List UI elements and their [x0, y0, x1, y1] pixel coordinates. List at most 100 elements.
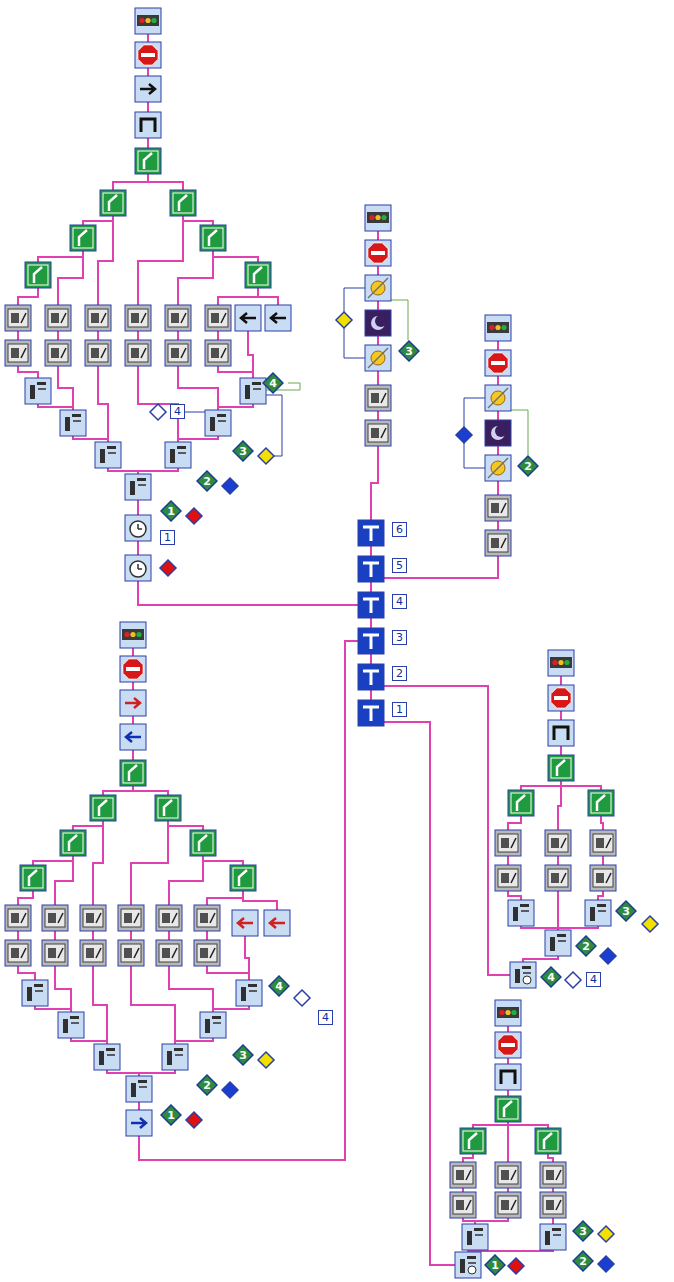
- wire: [601, 816, 603, 830]
- icon-part: [8, 944, 28, 962]
- callout-number: 4: [269, 378, 277, 389]
- icon-part: [369, 215, 374, 220]
- green-block: [245, 262, 271, 288]
- icon-part: [139, 1086, 147, 1088]
- icon-part: [118, 905, 144, 931]
- icon-part: [95, 442, 121, 468]
- icon-part: [491, 361, 505, 365]
- icon-part: [138, 564, 142, 569]
- icon-part: [593, 869, 613, 887]
- icon-part: [131, 1083, 136, 1097]
- callout-number: 3: [405, 346, 413, 357]
- icon-part: [72, 414, 81, 417]
- icon-part: [200, 948, 208, 958]
- icon-part: [211, 313, 219, 323]
- icon-part: [88, 309, 108, 327]
- icon-part: [122, 629, 144, 640]
- label-diamond: 2: [196, 470, 218, 492]
- icon-part: [497, 1007, 519, 1018]
- wire: [18, 966, 35, 980]
- green-block: [200, 225, 226, 251]
- icon-part: [488, 353, 508, 373]
- icon-part: [205, 305, 231, 331]
- task-block: [358, 664, 384, 690]
- icon-part: [456, 1170, 464, 1180]
- wire: [558, 926, 598, 930]
- icon-part: [130, 521, 146, 537]
- wire: [217, 331, 219, 340]
- wire: [103, 786, 133, 795]
- callout-number: 1: [396, 704, 403, 715]
- wire: [33, 856, 73, 865]
- wire: [38, 404, 73, 410]
- icon-part: [151, 18, 156, 23]
- fork-block: [135, 112, 161, 138]
- mergeW-block: [510, 962, 536, 988]
- green-block: [548, 755, 574, 781]
- wire: [138, 581, 358, 605]
- icon-part: [58, 1012, 84, 1038]
- icon-part: [205, 340, 231, 366]
- wire: [148, 174, 183, 190]
- icon-part: [90, 795, 116, 821]
- icon-part: [546, 1170, 554, 1180]
- label-diamond: 2: [196, 1074, 218, 1096]
- callout-number: 1: [167, 506, 175, 517]
- port-diamond: [642, 916, 658, 932]
- wire: [35, 1006, 71, 1012]
- wire: [507, 856, 509, 865]
- wire: [98, 216, 113, 305]
- icon-part: [453, 1196, 473, 1214]
- wire: [113, 174, 148, 190]
- icon-part: [91, 348, 99, 358]
- callout-number: 4: [275, 981, 283, 992]
- icon-part: [174, 1048, 183, 1051]
- icon-part: [107, 446, 116, 449]
- value-box: 2: [392, 666, 407, 681]
- wire: [377, 301, 379, 310]
- icon-part: [508, 900, 534, 926]
- icon-part: [241, 987, 246, 1001]
- motor-block: [45, 305, 71, 331]
- diamond-shape: [576, 936, 596, 956]
- motor-block: [165, 305, 191, 331]
- icon-part: [159, 944, 179, 962]
- motor-block: [495, 1162, 521, 1188]
- icon-part: [561, 873, 566, 883]
- icon-part: [456, 1200, 464, 1210]
- icon-part: [63, 833, 83, 853]
- wire: [344, 328, 365, 358]
- label-diamond: 3: [232, 1044, 254, 1066]
- icon-part: [545, 1231, 550, 1245]
- icon-part: [596, 838, 604, 848]
- green-block: [170, 190, 196, 216]
- motor-block: [450, 1192, 476, 1218]
- icon-part: [135, 148, 161, 174]
- icon-part: [131, 313, 139, 323]
- icon-part: [181, 348, 186, 358]
- diamond-shape: [541, 967, 561, 987]
- wire: [55, 966, 71, 1012]
- icon-part: [134, 948, 139, 958]
- arrowLK-block: [235, 305, 261, 331]
- icon-part: [467, 1231, 472, 1245]
- icon-part: [99, 800, 107, 816]
- icon-part: [120, 724, 146, 750]
- icon-part: [363, 563, 379, 577]
- icon-part: [485, 350, 511, 376]
- icon-part: [245, 385, 250, 399]
- stop-block: [365, 240, 391, 266]
- icon-part: [120, 656, 146, 682]
- icon-part: [130, 632, 135, 637]
- icon-part: [375, 215, 380, 220]
- wire: [177, 331, 179, 340]
- wire: [18, 288, 38, 305]
- icon-part: [138, 1080, 147, 1083]
- callout-number: 3: [239, 1050, 247, 1061]
- icon-part: [172, 913, 177, 923]
- icon-part: [501, 838, 509, 848]
- icon-part: [106, 1048, 115, 1051]
- merge-block: [508, 900, 534, 926]
- port-diamond: [600, 948, 616, 964]
- icon-part: [21, 313, 26, 323]
